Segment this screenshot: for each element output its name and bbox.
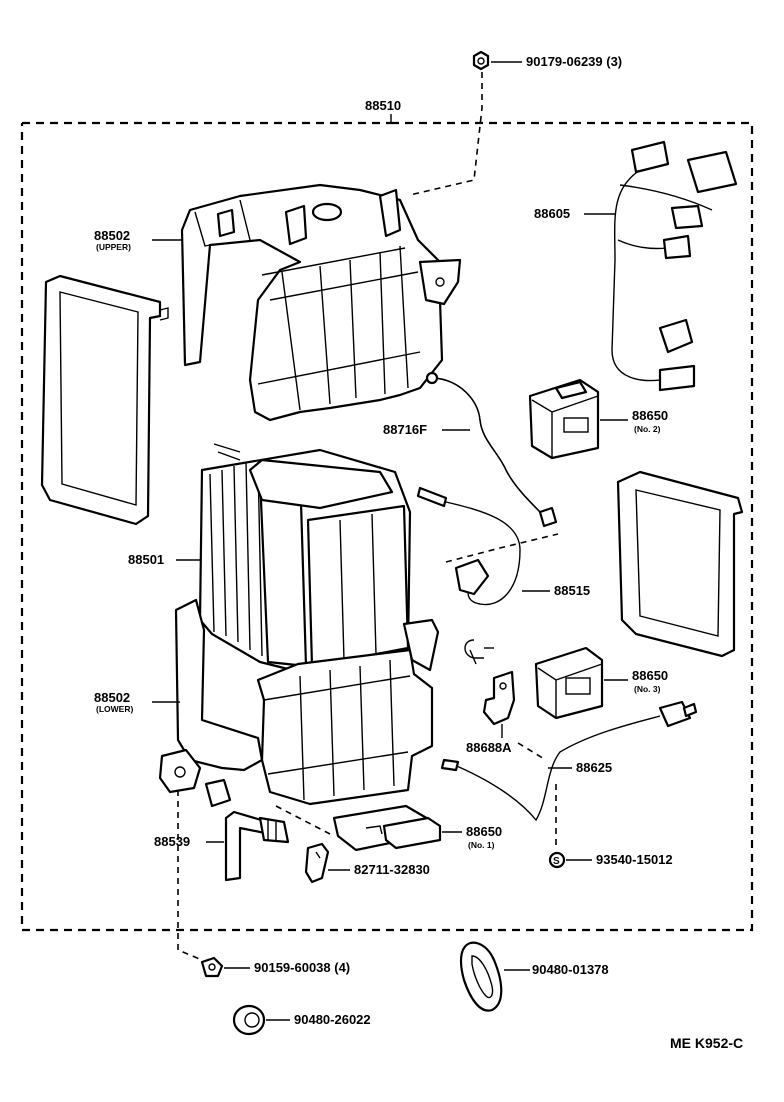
bolt-top-label: 90179-06239 (3)	[526, 54, 622, 69]
amp-no3-note: (No. 3)	[634, 684, 661, 694]
assembly-label: 88510	[365, 98, 401, 113]
screw-marker: S	[553, 856, 560, 867]
harness-label: 88605	[534, 206, 570, 221]
expansion-valve-icon	[425, 371, 558, 528]
case-upper-note: (UPPER)	[96, 242, 131, 252]
evaporator-label: 88501	[128, 552, 164, 567]
amp-no2-icon	[528, 378, 600, 460]
sensor-label: 88625	[576, 760, 612, 775]
case-upper-label: 88502	[94, 228, 130, 243]
bolt-bottom-icon	[200, 956, 224, 978]
amp-no3-icon	[534, 646, 604, 720]
bolt-top-icon	[472, 50, 490, 71]
assembly-frame	[20, 114, 754, 932]
bracket-label: 88688A	[466, 740, 512, 755]
case-lower-note: (LOWER)	[96, 704, 133, 714]
amp-no3-label: 88650	[632, 668, 668, 683]
bracket-icon	[482, 670, 516, 726]
thermistor-icon	[416, 486, 559, 606]
stay-icon	[304, 842, 330, 884]
harness-icon	[611, 140, 738, 392]
amp-no1-note: (No. 1)	[468, 840, 495, 850]
grommet-2-icon	[232, 1004, 266, 1036]
amp-no1-label: 88650	[466, 824, 502, 839]
amp-no2-label: 88650	[632, 408, 668, 423]
screw-icon: S	[548, 851, 566, 869]
diagram-code: ME K952-C	[670, 1035, 743, 1051]
bolt-bottom-label: 90159-60038 (4)	[254, 960, 350, 975]
expansion-valve-label: 88716F	[383, 422, 427, 437]
amp-no2-note: (No. 2)	[634, 424, 661, 434]
drain-hose-icon	[224, 810, 290, 882]
stay-label: 82711-32830	[354, 862, 430, 877]
drain-hose-label: 88539	[154, 834, 190, 849]
sensor-icon	[440, 700, 698, 822]
thermistor-label: 88515	[554, 583, 590, 598]
screw-label: 93540-15012	[596, 852, 673, 867]
seal-right-icon	[616, 470, 744, 658]
amp-no1-icon	[332, 804, 442, 852]
evaporator-icon	[198, 443, 412, 674]
case-lower-label: 88502	[94, 690, 130, 705]
clip-icon	[464, 639, 484, 665]
seal-left-icon	[40, 274, 169, 526]
case-upper-icon	[180, 183, 462, 422]
case-lower-icon	[158, 598, 440, 808]
grommet-1-label: 90480-01378	[532, 962, 609, 977]
grommet-1-icon	[459, 941, 503, 1012]
grommet-2-label: 90480-26022	[294, 1012, 371, 1027]
